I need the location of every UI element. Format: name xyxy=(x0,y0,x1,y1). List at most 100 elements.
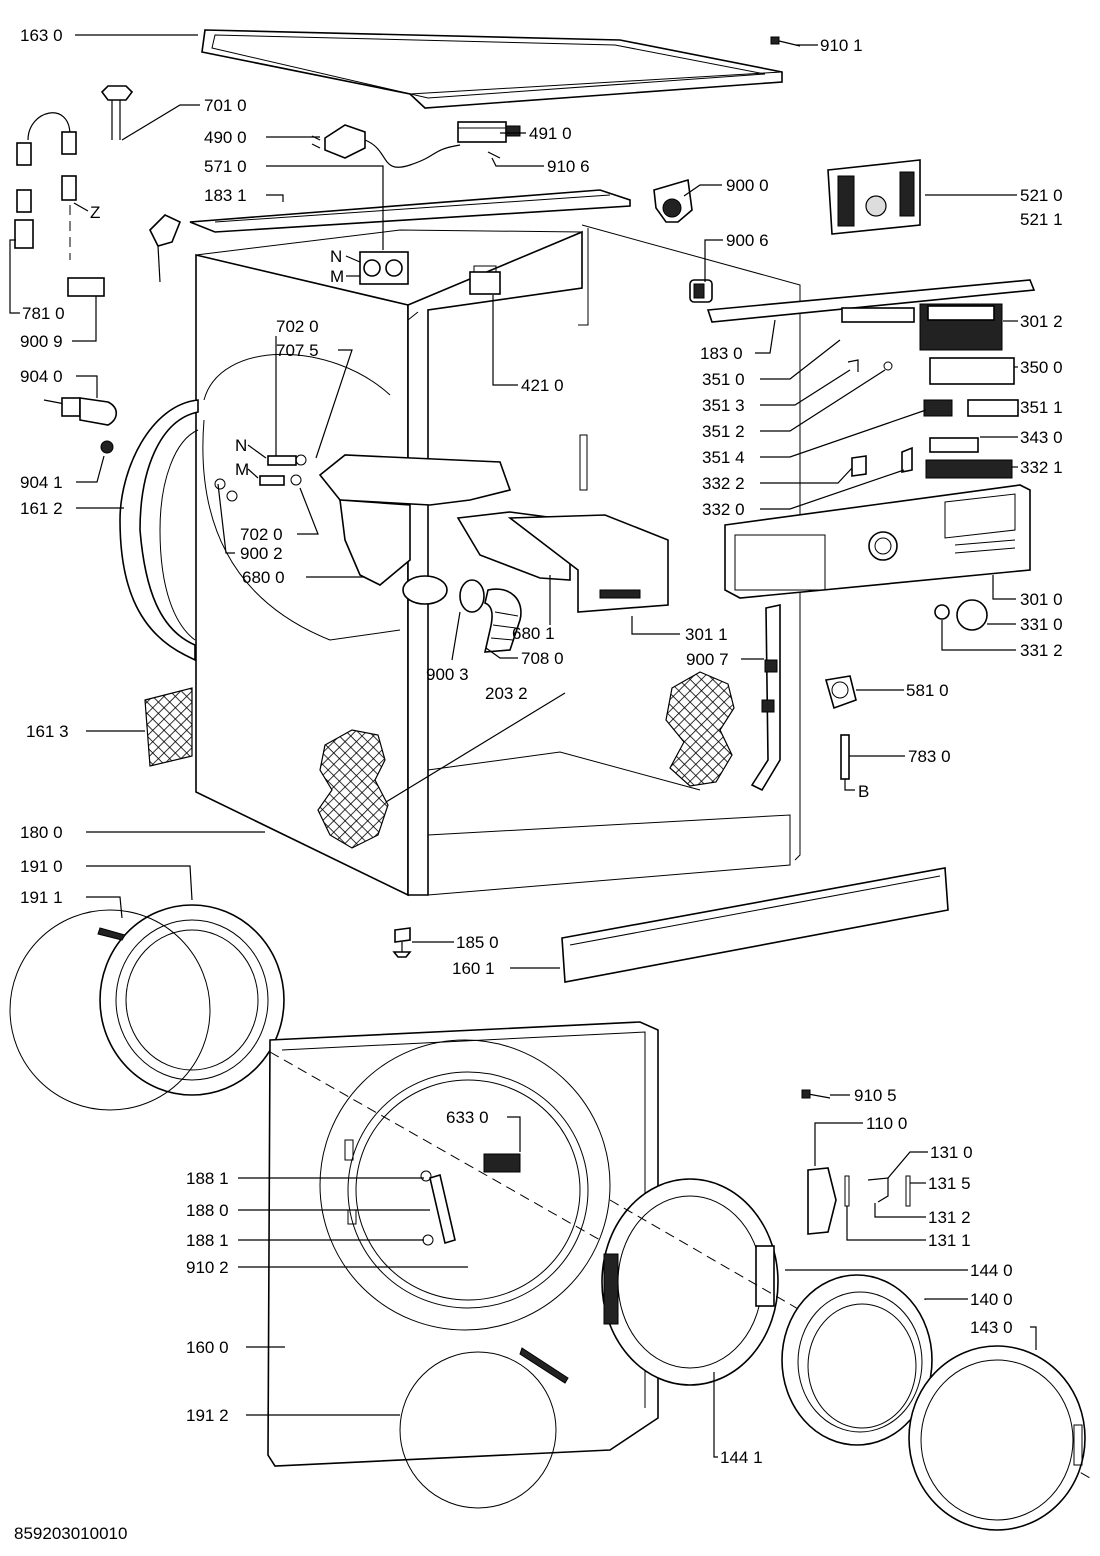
leader-701-0 xyxy=(121,104,200,141)
callout-160-1: 160 1 xyxy=(452,959,495,978)
leader-n-2 xyxy=(247,444,267,459)
callout-160-0: 160 0 xyxy=(186,1338,229,1357)
inlet-valve-drawing xyxy=(359,251,409,285)
callout-144-1: 144 1 xyxy=(720,1448,763,1467)
mains-cable-drawing xyxy=(311,124,461,168)
leader-707-5 xyxy=(315,349,353,459)
callout-701-0: 701 0 xyxy=(204,96,247,115)
leader-183-0 xyxy=(755,319,776,354)
callout-b: B xyxy=(858,782,869,801)
callout-183-1: 183 1 xyxy=(204,186,247,205)
callout-332-1: 332 1 xyxy=(1020,458,1063,477)
callout-900-0: 900 0 xyxy=(726,176,769,195)
pressure-chamber-drawing xyxy=(653,178,693,223)
top-lid-drawing xyxy=(201,29,783,109)
callout-343-0: 343 0 xyxy=(1020,428,1063,447)
callout-301-1: 301 1 xyxy=(685,625,728,644)
clip-900-6-drawing xyxy=(689,279,713,303)
callout-351-2: 351 2 xyxy=(702,422,745,441)
callout-m: M xyxy=(330,267,344,286)
callout-131-5: 131 5 xyxy=(928,1174,971,1193)
leader-m-2 xyxy=(247,468,259,479)
callout-n-2: N xyxy=(235,436,247,455)
control-rail-drawing xyxy=(706,279,1036,351)
hose-connectors-drawing xyxy=(214,454,307,502)
leader-183-1 xyxy=(266,194,284,202)
callout-781-0: 781 0 xyxy=(22,304,65,323)
diagram-code: 859203010010 xyxy=(14,1524,127,1543)
door-seal-drawing xyxy=(9,904,285,1111)
callout-702-0-bottom: 702 0 xyxy=(240,525,283,544)
callout-301-2: 301 2 xyxy=(1020,312,1063,331)
callout-900-9: 900 9 xyxy=(20,332,63,351)
callout-910-2: 910 2 xyxy=(186,1258,229,1277)
callout-900-6: 900 6 xyxy=(726,231,769,250)
leader-140-0 xyxy=(924,1298,968,1300)
leader-910-6 xyxy=(491,157,544,167)
door-frame-drawing xyxy=(601,1178,1091,1479)
control-panel-drawing xyxy=(724,484,1031,599)
callout-351-1: 351 1 xyxy=(1020,398,1063,417)
leader-n xyxy=(345,255,361,263)
leader-203-2 xyxy=(385,692,566,803)
callout-m-2: M xyxy=(235,460,249,479)
leader-144-1 xyxy=(713,1372,718,1458)
door-glass-drawing xyxy=(781,1274,933,1446)
callout-143-0: 143 0 xyxy=(970,1318,1013,1337)
callout-521-0: 521 0 xyxy=(1020,186,1063,205)
leader-900-3 xyxy=(451,611,461,661)
callout-110-0: 110 0 xyxy=(866,1114,907,1133)
pump-filter-drawing xyxy=(43,397,118,454)
leader-301-0 xyxy=(992,575,1016,600)
drain-hose-drawing xyxy=(459,579,522,653)
callout-140-0: 140 0 xyxy=(970,1290,1013,1309)
callout-332-0: 332 0 xyxy=(702,500,745,519)
leader-904-0 xyxy=(76,375,98,398)
leader-900-0 xyxy=(683,184,722,197)
callout-203-2: 203 2 xyxy=(485,684,528,703)
callout-910-1: 910 1 xyxy=(820,36,863,55)
callout-702-0-top: 702 0 xyxy=(276,317,319,336)
leader-lines xyxy=(9,34,1037,1458)
filter-hatch-drawing xyxy=(144,687,193,767)
interference-filter-drawing xyxy=(469,265,501,295)
leader-571-0 xyxy=(266,165,384,250)
callout-188-1-bottom: 188 1 xyxy=(186,1231,229,1250)
leader-131-0 xyxy=(887,1151,928,1179)
leader-110-0 xyxy=(814,1122,863,1166)
callout-180-0: 180 0 xyxy=(20,823,63,842)
detergent-dispenser-drawing xyxy=(318,454,669,613)
callout-904-1: 904 1 xyxy=(20,473,63,492)
foot-drawing xyxy=(392,927,412,958)
suppressor-drawing xyxy=(457,121,521,143)
callout-910-5: 910 5 xyxy=(854,1086,897,1105)
callout-labels: 163 0 910 1 701 0 490 0 491 0 571 0 910 … xyxy=(14,26,1063,1543)
rod-drawing xyxy=(840,734,850,780)
leader-351-2 xyxy=(760,369,886,432)
callout-910-6: 910 6 xyxy=(547,157,590,176)
knob-drawing xyxy=(934,599,988,631)
callout-131-1: 131 1 xyxy=(928,1231,971,1250)
leader-131-1 xyxy=(846,1206,926,1241)
callout-351-3: 351 3 xyxy=(702,396,745,415)
callout-191-0: 191 0 xyxy=(20,857,63,876)
leader-332-2 xyxy=(760,467,853,484)
main-board-drawing xyxy=(827,159,921,235)
pressure-switch-drawing xyxy=(824,675,857,710)
noise-pad-drawing xyxy=(317,671,735,849)
door-ring-drawing xyxy=(908,1345,1086,1531)
leader-900-6 xyxy=(704,239,723,282)
callout-350-0: 350 0 xyxy=(1020,358,1063,377)
leader-904-1 xyxy=(76,455,105,483)
leader-633-0 xyxy=(507,1116,521,1152)
leader-191-0 xyxy=(86,865,193,901)
leader-900-2 xyxy=(217,483,235,554)
callout-708-0: 708 0 xyxy=(521,649,564,668)
front-panel-drawing xyxy=(267,1021,659,1509)
leader-702-0-bottom xyxy=(297,487,319,535)
leader-351-4 xyxy=(760,409,927,458)
leader-900-9 xyxy=(72,296,97,342)
callout-301-0: 301 0 xyxy=(1020,590,1063,609)
callout-n: N xyxy=(330,247,342,266)
callout-571-0: 571 0 xyxy=(204,157,247,176)
